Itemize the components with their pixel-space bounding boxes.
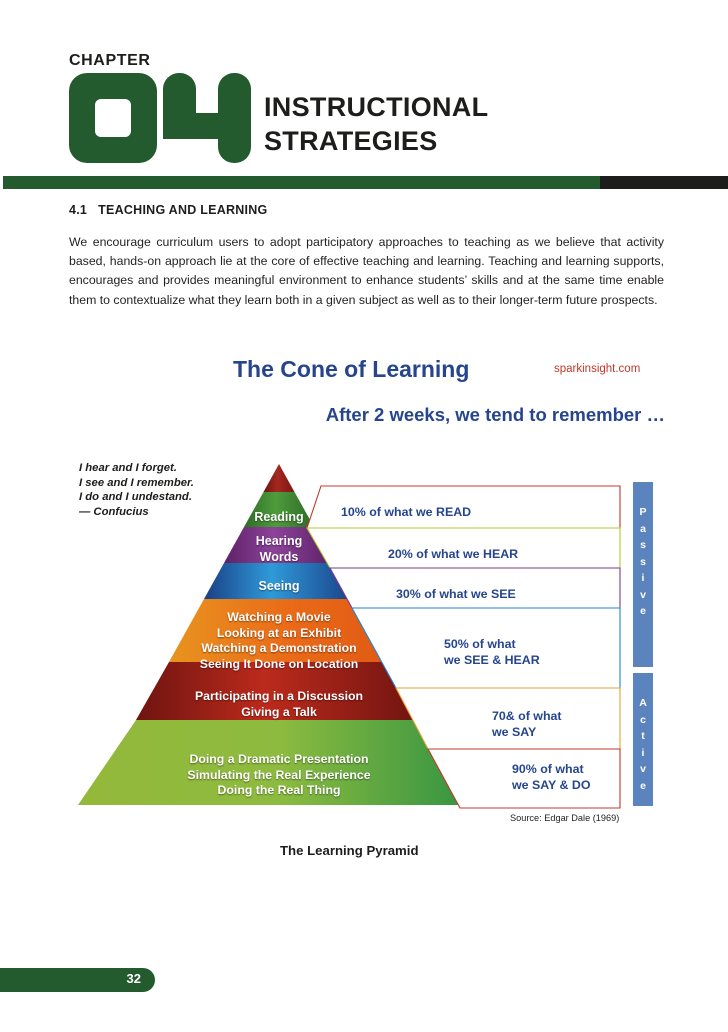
pyramid-layer-label-participating: Participating in a Discussion Giving a T… [194, 689, 364, 719]
active-letter: e [640, 779, 646, 792]
chapter-title-line-2: STRATEGIES [264, 126, 438, 156]
callout-label-6: 90% of what we SAY & DO [512, 762, 591, 792]
pyramid-layer-label-hearing: Hearing Words [255, 534, 303, 564]
pyramid-shape [78, 464, 480, 805]
chapter-word: CHAPTER [69, 52, 151, 69]
section-number: 4.1 [69, 203, 88, 217]
chapter-title-line-1: INSTRUCTIONAL [264, 92, 489, 122]
passive-letter: s [640, 539, 646, 551]
figure-caption: The Learning Pyramid [280, 843, 419, 858]
section-heading: 4.1 TEACHING AND LEARNING [69, 203, 268, 217]
callout-label-3: 30% of what we SEE [396, 587, 516, 601]
learning-pyramid: Reading Hearing Words Seeing Watching a … [78, 462, 480, 807]
callout-label-2: 20% of what we HEAR [388, 547, 519, 561]
passive-letter: v [640, 588, 646, 601]
active-letter: A [639, 697, 647, 709]
infographic-title: The Cone of Learning [233, 356, 470, 382]
source-note: Source: Edgar Dale (1969) [510, 813, 620, 823]
passive-letter: i [641, 572, 645, 584]
footer-bar: 32 [0, 968, 155, 992]
four-stem-right [218, 73, 251, 163]
passive-letter: a [640, 522, 646, 535]
active-letter: c [640, 713, 646, 726]
divider-black-segment [600, 176, 728, 189]
passive-sidebar: P a s s i v e [633, 482, 653, 667]
source-website-tag: sparkinsight.com [554, 363, 641, 375]
passive-letter: s [640, 555, 646, 568]
passive-letter: e [640, 605, 646, 617]
digit-four-shape [163, 73, 259, 163]
divider-green-segment [3, 176, 600, 189]
active-letter: v [640, 763, 646, 775]
pyramid-layer-label-watching: Watching a Movie Looking at an Exhibit W… [199, 610, 359, 671]
callout-label-4: 50% of what we SEE & HEAR [444, 637, 540, 667]
active-sidebar: A c t i v e [633, 673, 653, 806]
section-title: TEACHING AND LEARNING [98, 203, 268, 217]
active-letter: t [641, 730, 645, 742]
pyramid-layer-label-reading: Reading [254, 510, 304, 524]
page-number: 32 [126, 971, 141, 986]
confucius-quote: I hear and I forget. I see and I remembe… [79, 462, 194, 518]
pyramid-layer-label-seeing: Seeing [258, 579, 300, 593]
callout-label-1: 10% of what we READ [341, 505, 472, 519]
digit-zero-shape [69, 73, 157, 163]
active-letter: i [641, 746, 645, 759]
callout-label-5: 70& of what we SAY [492, 709, 562, 739]
header-divider [3, 176, 728, 189]
cone-of-learning-infographic: The Cone of Learning sparkinsight.com Af… [0, 340, 728, 870]
pyramid-layer-label-doing: Doing a Dramatic Presentation Simulating… [187, 752, 371, 797]
passive-letter: P [639, 506, 647, 518]
infographic-subtitle: After 2 weeks, we tend to remember … [325, 404, 665, 425]
chapter-title: INSTRUCTIONAL STRATEGIES [264, 90, 488, 158]
section-body-text: We encourage curriculum users to adopt p… [69, 235, 664, 307]
chapter-number-graphic [69, 73, 259, 163]
